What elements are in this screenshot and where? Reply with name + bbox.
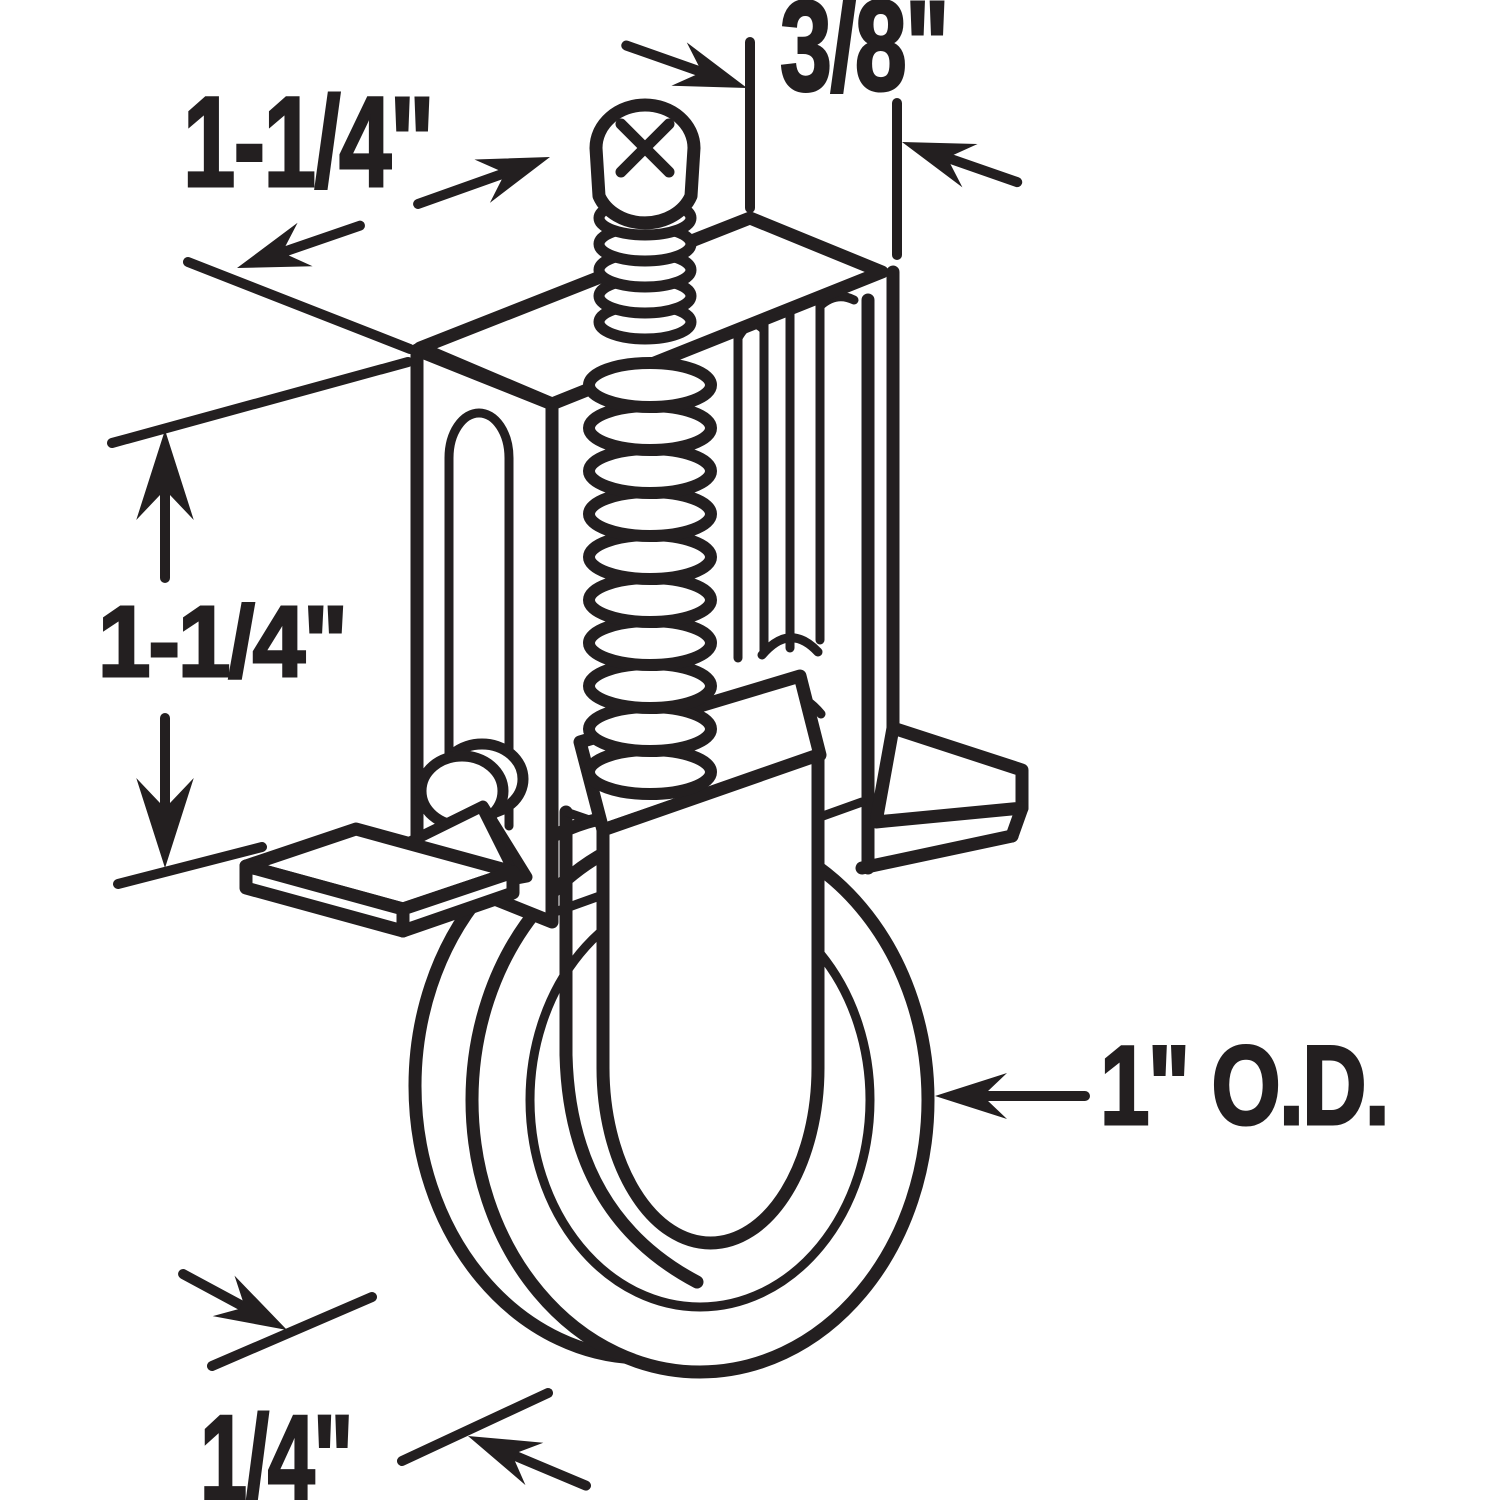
label-bracket-depth: 1-1/4"	[183, 71, 433, 214]
ext-line-height-bottom	[113, 842, 267, 889]
arrow-depth-inner	[237, 220, 365, 268]
arrow-width-lower-head	[468, 1436, 544, 1486]
right-tab-end-edge	[1005, 801, 1029, 843]
tick-wheel-width-upper	[207, 1292, 377, 1371]
arrow-height-up-head	[136, 430, 194, 520]
screw-threads	[593, 195, 697, 345]
spring-coil	[583, 357, 717, 413]
dimension-annotations	[107, 37, 1090, 1491]
back-slot-bottom-arch	[757, 633, 823, 660]
tension-screw	[589, 98, 701, 345]
screw-head	[589, 98, 701, 230]
arrow-wheel-od	[935, 1073, 1090, 1119]
dimension-labels: 1-1/4" 3/8" 1-1/4" 1" O.D. 1/4"	[97, 0, 1392, 1500]
arrow-depth-inner-head	[237, 222, 313, 268]
arrow-depth-outer	[413, 157, 550, 209]
ext-line-bracket-corner	[183, 257, 415, 354]
arrow-offset-left	[621, 40, 747, 88]
arrow-offset-right-head	[902, 142, 978, 188]
label-bracket-height: 1-1/4"	[98, 586, 346, 698]
phillips-cross-icon	[615, 118, 675, 178]
arrow-offset-left-head	[671, 42, 747, 88]
arrow-width-lower	[468, 1436, 591, 1491]
mounting-tab-right	[855, 721, 1029, 875]
latch-fold-line	[476, 803, 519, 879]
arrow-wheel-od-head	[935, 1073, 1007, 1119]
arrow-height-down	[136, 713, 194, 868]
ext-line-height-top	[107, 357, 413, 448]
right-tab-front-edge	[855, 829, 1019, 875]
label-wheel-od: 1" O.D.	[1100, 1023, 1388, 1148]
carrier-front-shield	[596, 748, 825, 1250]
label-screw-offset: 3/8"	[780, 0, 948, 118]
carrier-thickness-edge	[559, 805, 704, 1289]
arrow-width-upper-head	[212, 1275, 287, 1330]
left-tab-side	[396, 865, 520, 938]
tick-wheel-width-lower	[397, 1388, 553, 1466]
arrow-height-down-head	[136, 778, 194, 868]
label-wheel-width: 1/4"	[200, 1390, 352, 1500]
right-tab-top	[869, 721, 1029, 829]
arrow-depth-outer-head	[474, 157, 550, 203]
arrow-offset-right	[902, 142, 1023, 188]
left-face-slot	[444, 408, 514, 831]
coil-spring	[583, 357, 717, 800]
mounting-tab-left	[239, 822, 520, 938]
arrow-width-upper	[178, 1269, 287, 1330]
arrow-height-up	[136, 430, 194, 583]
